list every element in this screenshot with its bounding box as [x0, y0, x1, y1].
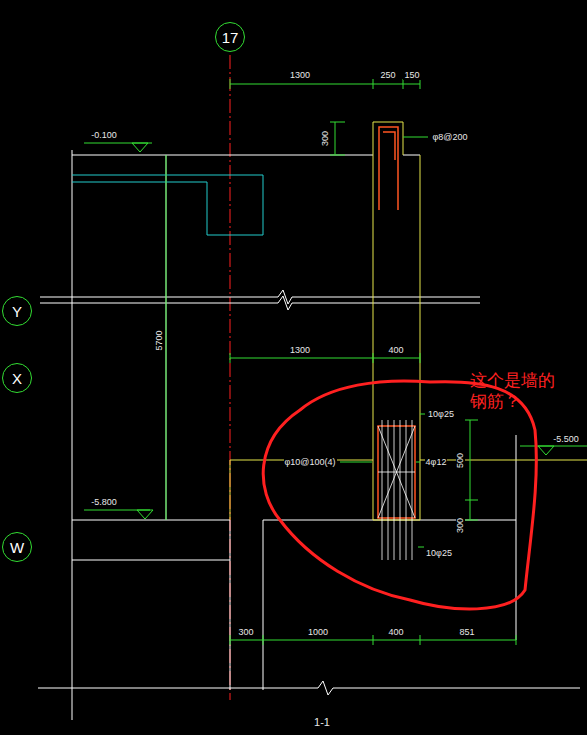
- axis-bubble: W: [2, 532, 32, 562]
- dimension-text: 400: [387, 346, 404, 355]
- dimension-text: -0.100: [90, 131, 118, 140]
- dimension-text: φ10@100(4): [284, 458, 337, 467]
- dimension-text: 10φ25: [427, 410, 455, 419]
- axis-label: W: [10, 539, 24, 556]
- dimension-text: 851: [458, 628, 475, 637]
- dimension-text: 4φ12: [425, 458, 448, 467]
- axis-label: 17: [222, 29, 239, 46]
- dimension-text: -5.800: [90, 498, 118, 507]
- dimension-text: 1300: [289, 346, 311, 355]
- axis-label: Y: [12, 303, 22, 320]
- vertical-dimension: 5700: [155, 329, 164, 351]
- axis-bubble: X: [2, 363, 32, 393]
- vertical-dimension: 300: [457, 516, 466, 533]
- axis-bubble: Y: [2, 296, 32, 326]
- axis-label: X: [12, 370, 22, 387]
- dimension-text: 150: [403, 71, 420, 80]
- dimension-text: φ8@200: [432, 133, 469, 142]
- annotation-note: 这个是墙的钢筋？: [470, 370, 562, 413]
- dimension-text: 300: [237, 628, 254, 637]
- dimension-text: 10φ25: [425, 549, 453, 558]
- dimension-text: 400: [387, 628, 404, 637]
- dimension-text: 1300: [289, 71, 311, 80]
- dimension-text: 250: [379, 71, 396, 80]
- dimension-text: 1-1: [313, 717, 331, 728]
- axis-bubble: 17: [215, 22, 245, 52]
- vertical-dimension: 500: [457, 451, 466, 468]
- vertical-dimension: 300: [322, 129, 331, 146]
- dimension-text: 1000: [307, 628, 329, 637]
- dimension-text: -5.500: [552, 435, 580, 444]
